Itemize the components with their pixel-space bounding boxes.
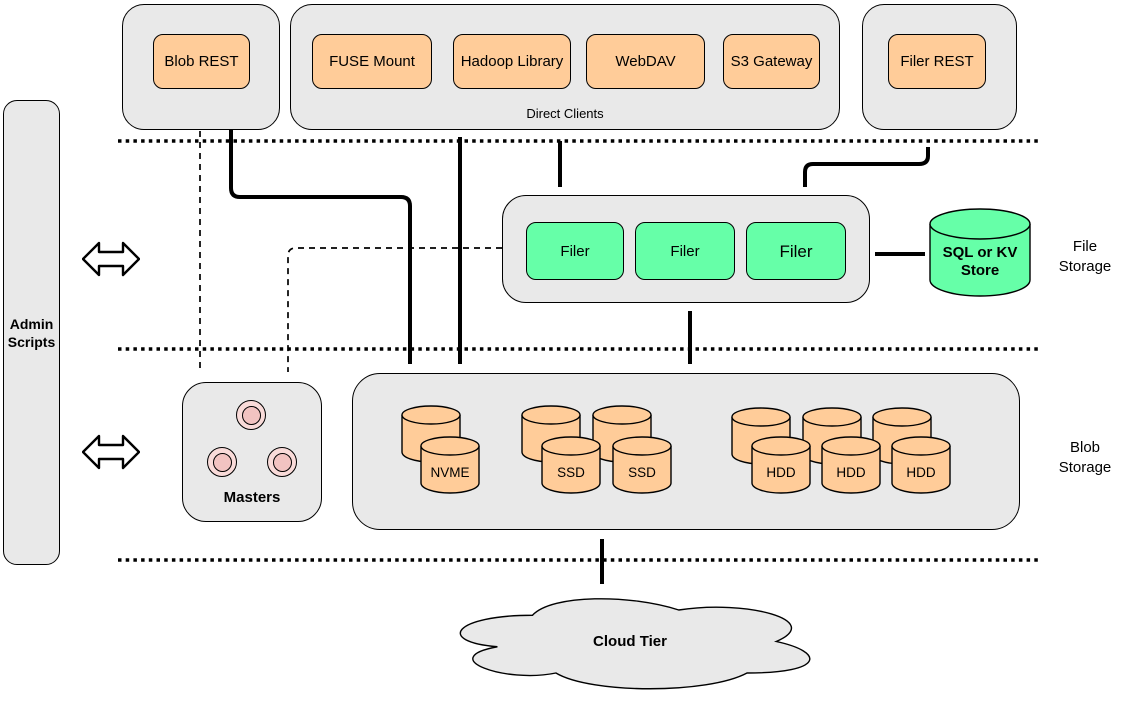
volume-label: HDD — [906, 465, 936, 480]
node-filer-2: Filer — [635, 222, 735, 280]
masters-label: Masters — [223, 489, 281, 506]
node-fuse-mount: FUSE Mount — [312, 34, 432, 89]
master-circle-3 — [267, 447, 297, 477]
direct-clients-label: Direct Clients — [526, 106, 604, 121]
node-filer-1: Filer — [526, 222, 624, 280]
filer-group: Filer Filer Filer — [502, 195, 870, 303]
cloud-tier-shape — [459, 598, 811, 690]
node-hadoop-library: Hadoop Library — [453, 34, 571, 89]
blob-volume-container: NVME SSD SSD HDD — [352, 373, 1020, 530]
sql-kv-store-label: SQL or KV Store — [942, 244, 1018, 279]
volume-label: SSD — [628, 465, 656, 480]
node-blob-rest: Blob REST — [153, 34, 250, 89]
arrow-filer-to-masters — [287, 247, 502, 372]
node-filer-rest: Filer REST — [888, 34, 986, 89]
admin-blob-sync-arrow-icon — [82, 434, 140, 470]
blob-rest-container: Blob REST — [122, 4, 280, 130]
volume-label: HDD — [836, 465, 866, 480]
cloud-tier-label: Cloud Tier — [593, 633, 667, 650]
sql-kv-store-cylinder: SQL or KV Store — [929, 208, 1031, 298]
volume-ssd-2: SSD — [612, 436, 672, 494]
volume-ssd-1: SSD — [541, 436, 601, 494]
volume-nvme: NVME — [420, 436, 480, 494]
direct-clients-container: FUSE Mount Hadoop Library WebDAV S3 Gate… — [290, 4, 840, 130]
volume-hdd-1: HDD — [751, 436, 811, 494]
arrow-blobrest-to-volumes — [229, 129, 412, 364]
node-filer-3: Filer — [746, 222, 846, 280]
master-circle-2 — [207, 447, 237, 477]
volume-hdd-3: HDD — [891, 436, 951, 494]
master-circle-2-core — [212, 452, 232, 472]
admin-file-sync-arrow-icon — [82, 241, 140, 277]
volume-label: SSD — [557, 465, 585, 480]
master-circle-3-core — [272, 452, 292, 472]
arrow-filers-to-filer-rest — [803, 147, 930, 187]
node-s3-gateway: S3 Gateway — [723, 34, 820, 89]
volume-hdd-2: HDD — [821, 436, 881, 494]
cylinder-shape — [929, 208, 1031, 297]
master-circle-1-core — [241, 405, 261, 425]
master-circle-1 — [236, 400, 266, 430]
node-webdav: WebDAV — [586, 34, 705, 89]
volume-label: HDD — [766, 465, 796, 480]
file-storage-tier-label: File Storage — [1058, 238, 1112, 275]
blob-storage-tier-label: Blob Storage — [1058, 439, 1112, 476]
filer-rest-container: Filer REST — [862, 4, 1017, 130]
volume-label: NVME — [430, 465, 470, 480]
masters-box: Masters — [182, 382, 322, 522]
admin-scripts-panel: Admin Scripts — [3, 100, 60, 565]
